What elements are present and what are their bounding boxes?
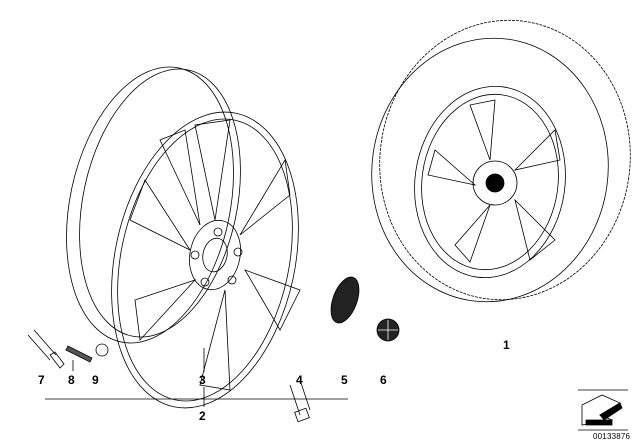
callout-5: 5 [341,373,348,387]
alloy-rim [66,66,301,409]
callout-9: 9 [92,373,99,387]
callout-3: 3 [199,373,206,387]
diagram-id: 00133876 [593,432,631,441]
valve-parts [27,329,109,369]
complete-wheel-tire [371,19,631,303]
rim-spokes [129,119,301,391]
callout-6: 6 [380,373,387,387]
callout-2: 2 [199,409,206,423]
wheel-bolt [289,379,311,423]
emblem [376,318,400,342]
callout-7: 7 [38,373,45,387]
leader-lines [45,348,348,407]
hub-cap [330,276,360,324]
diagram-arrow-icon [578,389,628,431]
callout-4: 4 [296,373,303,387]
callout-8: 8 [68,373,75,387]
callout-1: 1 [503,338,510,352]
